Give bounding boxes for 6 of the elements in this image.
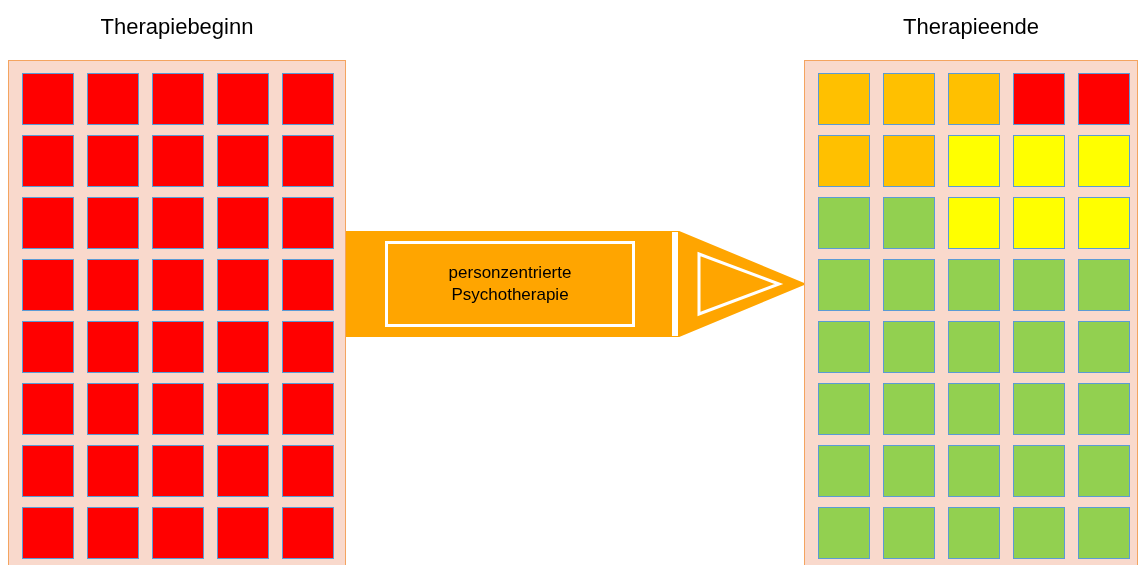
edge-label: personzentrierte Psychotherapie [447,262,573,306]
panel-heading: Therapiebeginn [99,13,255,41]
panel [804,60,1138,565]
panel-heading: Therapieende [902,13,1040,41]
panel [8,60,346,565]
block-arrow [345,231,807,337]
